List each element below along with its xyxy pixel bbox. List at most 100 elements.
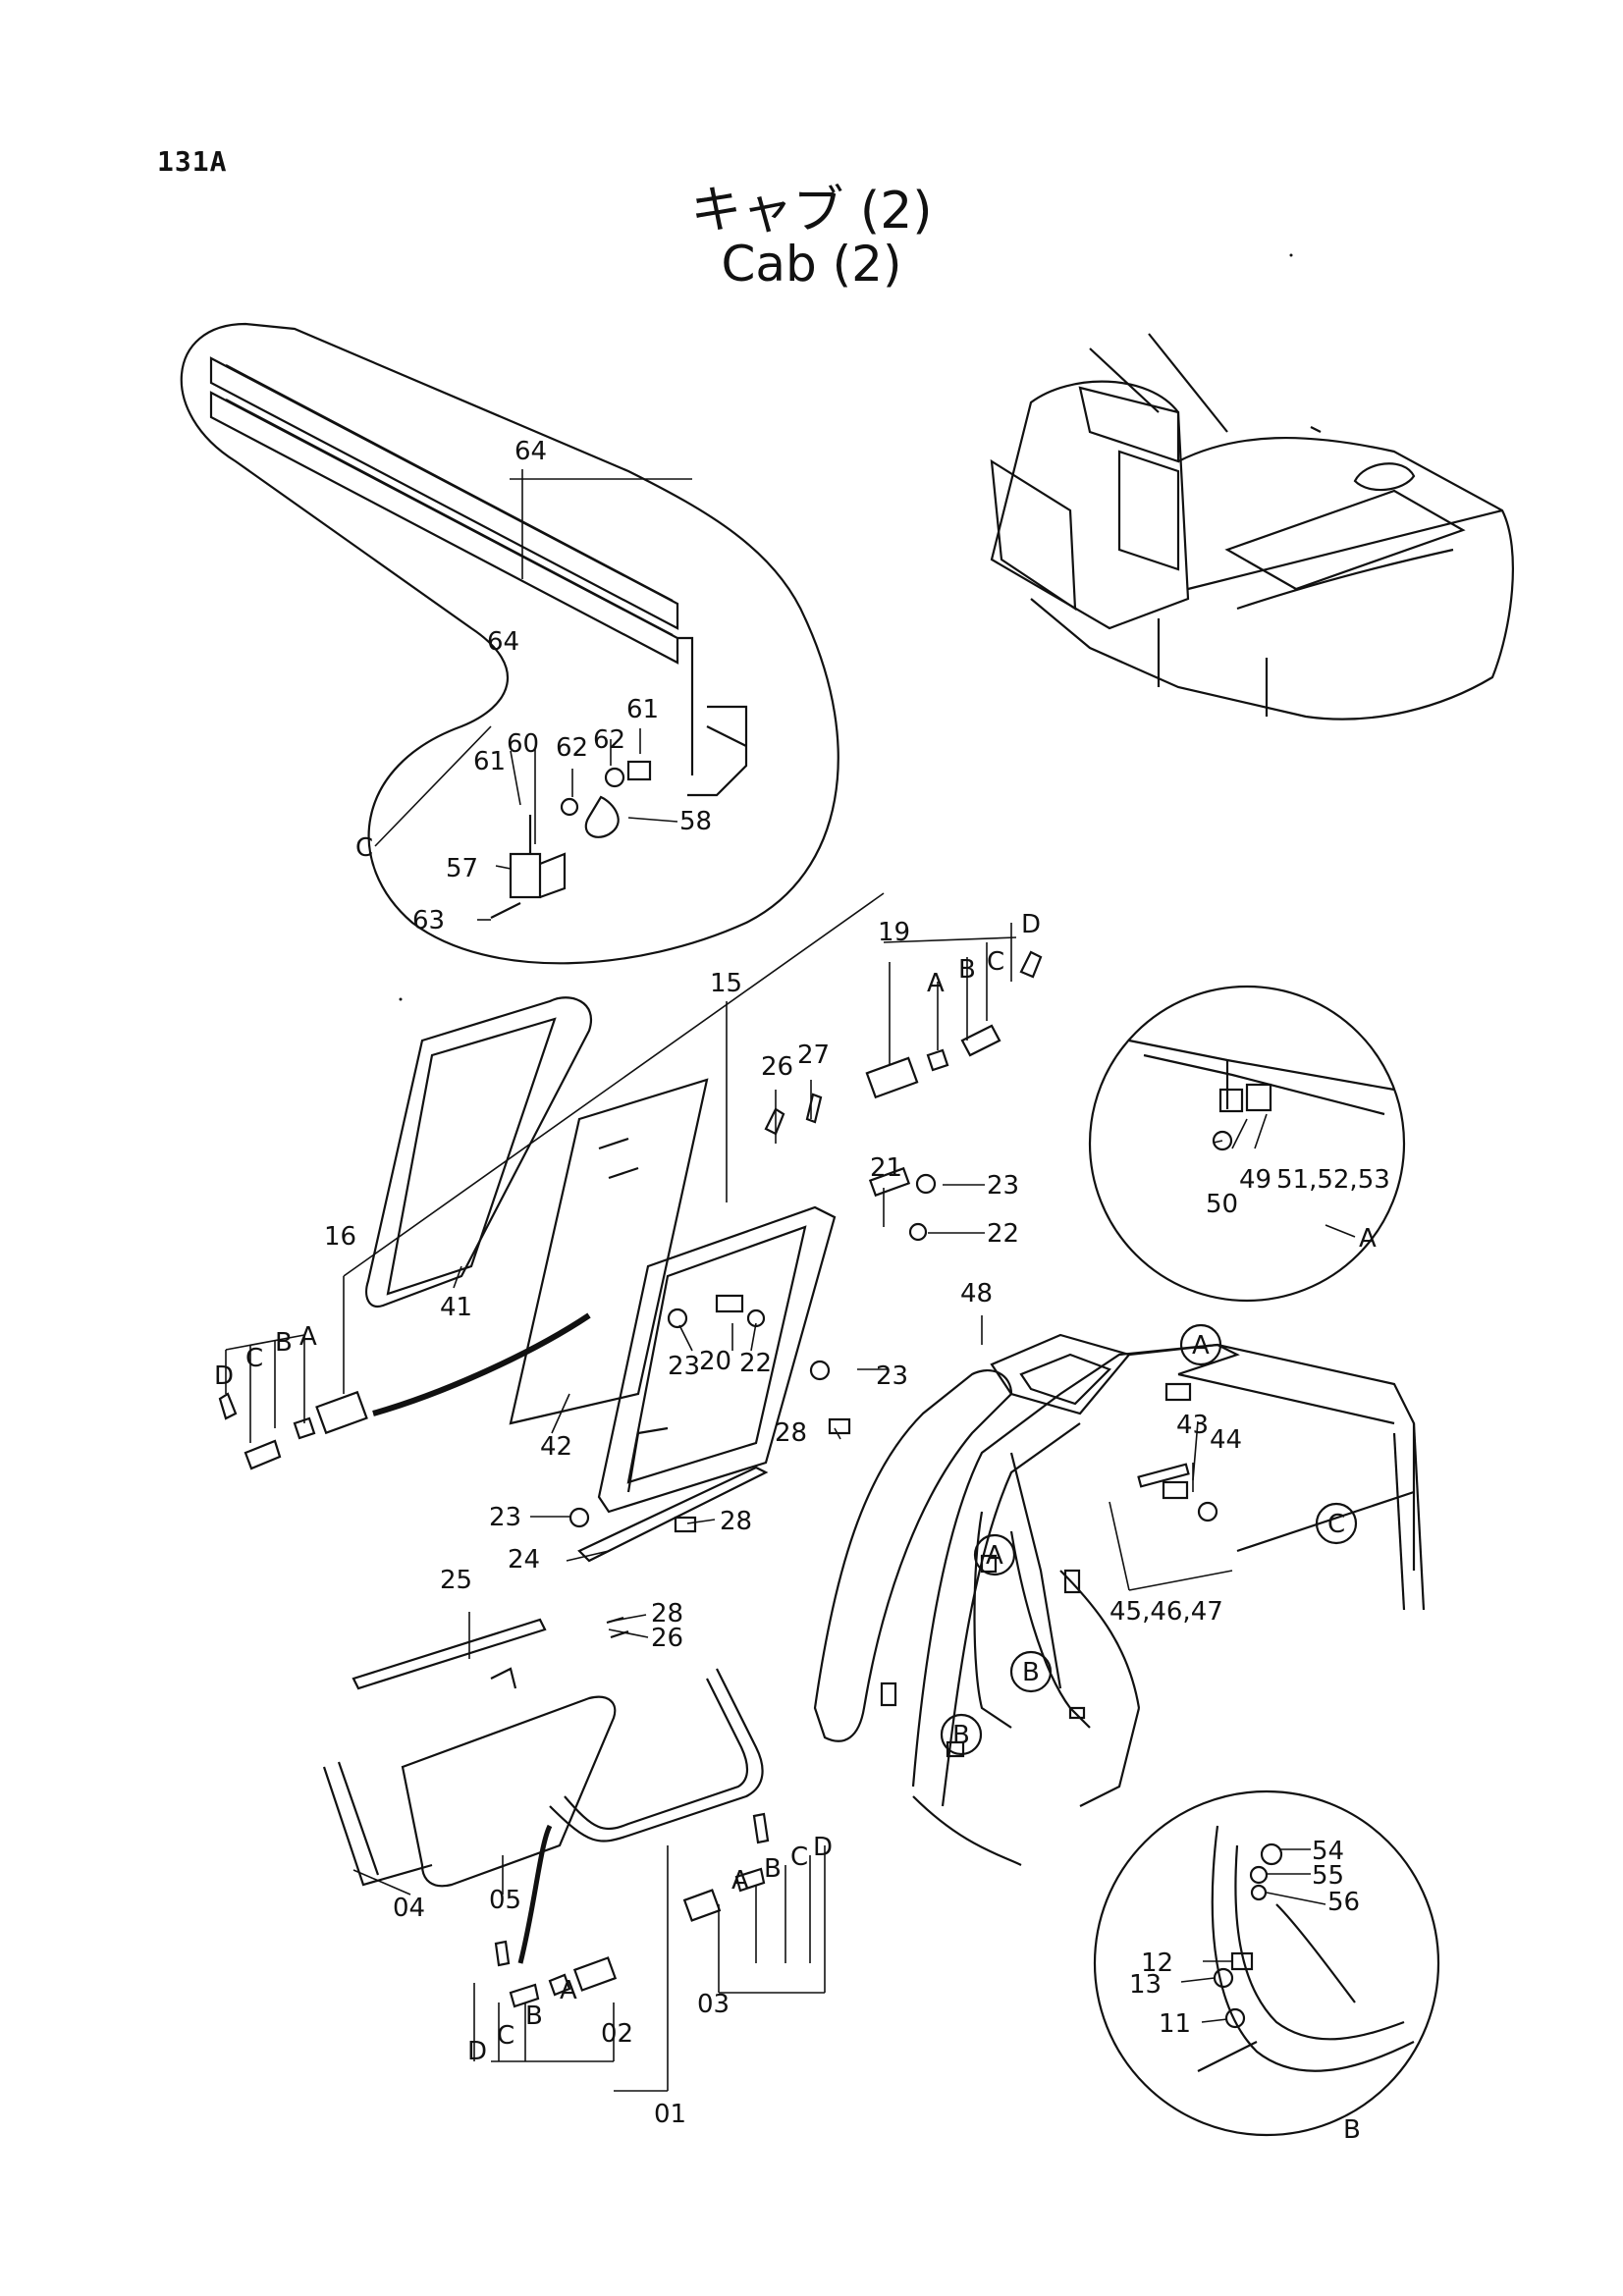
label-45-46-47: 45,46,47	[1109, 1597, 1223, 1627]
label-42: 42	[540, 1432, 572, 1462]
label-b-bottom: B	[764, 1854, 782, 1884]
title-japanese: キャブ (2)	[690, 182, 933, 240]
label-64-top: 64	[514, 437, 547, 466]
lower-glass-05	[401, 1667, 617, 1888]
label-view-a: A	[1359, 1224, 1377, 1254]
label-d-lower: D	[467, 2037, 487, 2066]
label-view-c: C	[355, 833, 373, 863]
callout-circle-a-left	[973, 1533, 1016, 1576]
seal-cable	[372, 1312, 591, 1416]
label-d-top: D	[1021, 910, 1041, 939]
label-54: 54	[1312, 1837, 1344, 1866]
label-27: 27	[797, 1041, 830, 1070]
callout-b-mid-label: B	[1022, 1658, 1040, 1687]
label-02: 02	[601, 2019, 633, 2049]
label-05: 05	[489, 1886, 521, 1915]
label-a-left: A	[299, 1322, 317, 1352]
label-21-right: 23	[987, 1171, 1019, 1201]
label-28-upper: 28	[775, 1418, 807, 1448]
label-25: 28	[651, 1599, 683, 1629]
label-28-lower: 28	[720, 1507, 752, 1536]
label-43: 43	[1176, 1411, 1209, 1440]
label-a-lower: A	[560, 1976, 577, 2005]
label-d-left: D	[214, 1362, 234, 1391]
label-b-left: B	[275, 1328, 293, 1358]
label-13: 13	[1129, 1970, 1162, 2000]
label-59: 60	[507, 729, 539, 759]
label-51-52-53: 51,52,53	[1276, 1165, 1390, 1195]
callout-b-low-label: B	[952, 1721, 970, 1750]
label-24: 26	[651, 1624, 683, 1653]
label-62b: 62	[593, 725, 625, 755]
cab-side-parts-b	[880, 1554, 1086, 1758]
label-d-bottom: D	[813, 1833, 833, 1862]
cab-bracket-43	[1137, 1382, 1218, 1522]
label-44: 44	[1210, 1425, 1242, 1455]
label-63: 63	[412, 906, 445, 935]
cab-frame	[813, 1333, 1426, 1866]
label-64-bottom: 64	[487, 627, 519, 657]
label-17: 19	[878, 918, 910, 947]
label-12: 12	[1141, 1949, 1173, 1978]
label-23: 25	[440, 1566, 472, 1595]
label-21-mid: 23	[668, 1352, 700, 1381]
label-16: 16	[324, 1222, 356, 1252]
label-c-bottom: C	[790, 1842, 808, 1872]
label-20-right: 22	[987, 1219, 1019, 1249]
lock-parts-02-03	[494, 1812, 770, 2008]
rails-22-23	[352, 1466, 769, 1690]
label-55: 55	[1312, 1861, 1344, 1891]
callout-c-label: C	[1327, 1510, 1345, 1539]
detail-c-outline	[180, 322, 839, 965]
speck-2	[1289, 253, 1293, 257]
label-62a: 62	[556, 733, 588, 763]
label-15: 15	[710, 969, 742, 998]
lower-frame-04	[322, 1761, 433, 1887]
lock-assembly-17	[865, 950, 1043, 1099]
label-a-bottom: A	[731, 1866, 749, 1896]
label-22: 24	[508, 1545, 540, 1575]
callout-circle-b-low	[940, 1713, 983, 1756]
label-21-right2: 23	[876, 1362, 908, 1391]
title-english: Cab (2)	[721, 236, 902, 293]
label-c-lower: C	[497, 2021, 514, 2051]
detail-b-parts	[1197, 1825, 1415, 2072]
door-window-seal-41	[365, 996, 592, 1308]
label-60: 61	[473, 747, 506, 776]
label-view-b: B	[1343, 2115, 1361, 2145]
label-61: 61	[626, 695, 659, 724]
door-frame-15	[597, 1205, 837, 1514]
leaders-detail-b	[1180, 1848, 1326, 2023]
excavator-overview	[990, 333, 1514, 721]
callout-circle-b-mid	[1009, 1650, 1053, 1693]
door-glass-42	[509, 1078, 709, 1425]
label-50: 50	[1206, 1190, 1238, 1219]
lower-frame-01	[549, 1668, 764, 1842]
detail-view-a	[1088, 985, 1406, 1303]
label-11: 11	[1159, 2009, 1191, 2039]
leaders-detail-a	[1213, 1113, 1356, 1238]
callout-circle-c	[1315, 1502, 1358, 1545]
page-number: 131A	[157, 145, 228, 178]
label-21-lower: 23	[489, 1503, 521, 1532]
lock-assembly-16	[218, 1390, 368, 1470]
label-a-top: A	[927, 969, 945, 998]
label-26: 26	[761, 1052, 793, 1082]
label-b-top: B	[958, 955, 976, 985]
label-b-lower: B	[525, 2002, 543, 2031]
label-57: 57	[446, 854, 478, 883]
seal-strip-64	[209, 356, 679, 665]
label-20-mid: 22	[739, 1349, 772, 1378]
label-49: 49	[1239, 1165, 1271, 1195]
label-01: 01	[654, 2100, 686, 2129]
label-03: 03	[697, 1990, 730, 2019]
label-c-left: C	[245, 1344, 263, 1373]
label-56: 56	[1327, 1888, 1360, 1917]
detail-view-b	[1093, 1789, 1440, 2137]
callout-a-top-label: A	[1192, 1331, 1210, 1361]
callout-a-left-label: A	[986, 1541, 1003, 1571]
label-19: 21	[870, 1153, 902, 1183]
label-48: 48	[960, 1279, 993, 1308]
hinge-assembly-c	[490, 636, 748, 919]
